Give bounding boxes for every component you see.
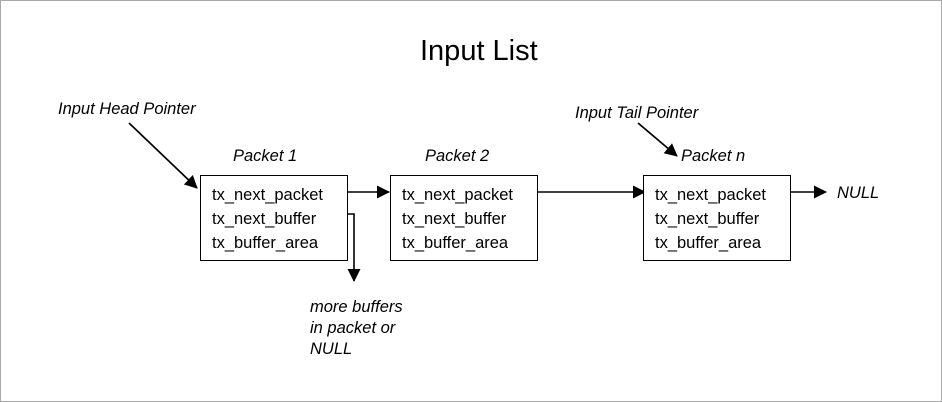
packet-1-label: Packet 1 [233, 147, 298, 165]
input-head-pointer-label: Input Head Pointer [58, 100, 196, 118]
packet-n-field-next-buffer: tx_next_buffer [655, 210, 760, 228]
packet-2-label: Packet 2 [425, 147, 490, 165]
buffer-note: more buffers in packet or NULL [310, 297, 403, 360]
packet-1-field-buffer-area: tx_buffer_area [212, 234, 319, 252]
tail-pointer-arrow [637, 122, 678, 157]
packet-2-box: tx_next_packet tx_next_buffer tx_buffer_… [390, 175, 538, 261]
packet-2-field-next-packet: tx_next_packet [402, 186, 513, 204]
packet-n-field-buffer-area: tx_buffer_area [655, 234, 762, 252]
packet-2-field-next-buffer: tx_next_buffer [402, 210, 507, 228]
packet-1-field-next-packet: tx_next_packet [212, 186, 323, 204]
packet-1-field-next-buffer: tx_next_buffer [212, 210, 317, 228]
packet-n-field-next-packet: tx_next_packet [655, 186, 766, 204]
packet-1-box: tx_next_packet tx_next_buffer tx_buffer_… [200, 175, 348, 261]
packet-n-label: Packet n [681, 147, 746, 165]
input-tail-pointer-label: Input Tail Pointer [575, 104, 699, 122]
packet-n-box: tx_next_packet tx_next_buffer tx_buffer_… [643, 175, 791, 261]
packet-2-field-buffer-area: tx_buffer_area [402, 234, 509, 252]
packet1-buffer-arrow [347, 213, 361, 282]
page-title: Input List [420, 35, 538, 67]
buffer-note-line-2: in packet or [310, 319, 396, 337]
null-terminator-label: NULL [837, 184, 880, 202]
head-pointer-arrow [128, 122, 198, 189]
buffer-note-line-3: NULL [310, 340, 353, 358]
buffer-note-line-1: more buffers [310, 298, 403, 316]
